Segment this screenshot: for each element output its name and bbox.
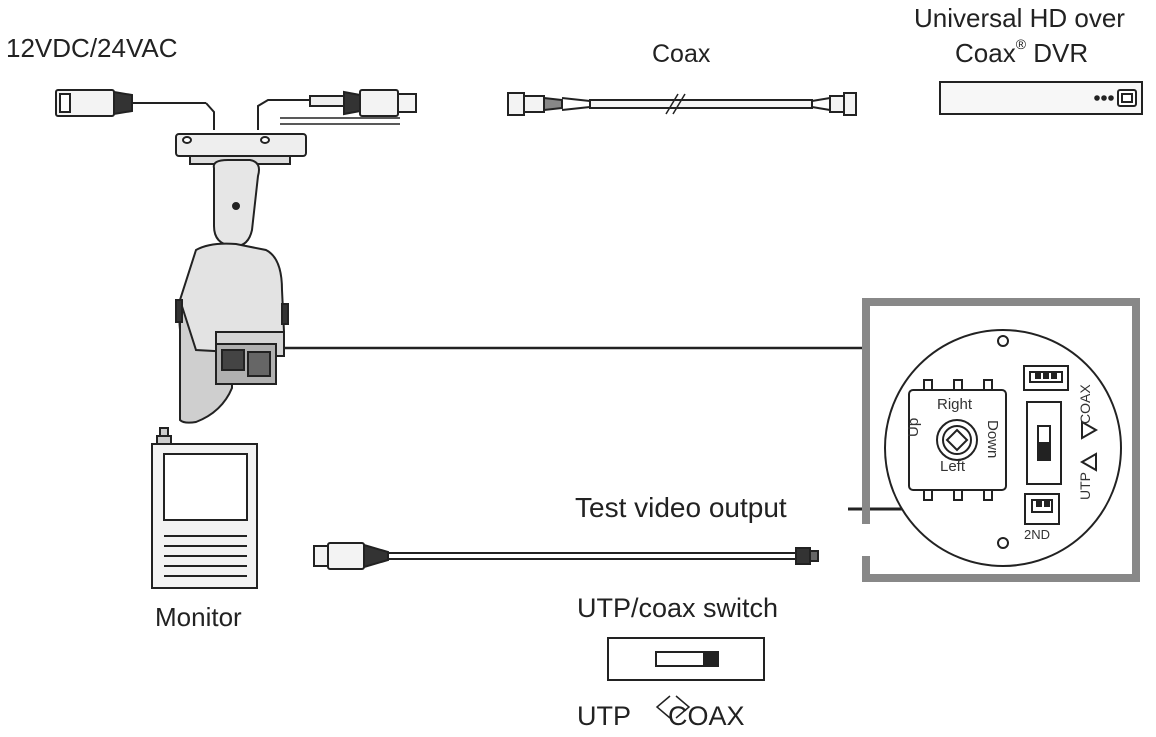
switch-direction-arrows xyxy=(655,695,691,719)
switch-coax-label: COAX xyxy=(668,701,745,731)
monitor-label: Monitor xyxy=(155,602,242,632)
utp-coax-switch xyxy=(607,637,765,681)
dvr-label-line2: Coax® DVR xyxy=(955,37,1089,68)
joystick-up-label: Up xyxy=(905,417,922,437)
board-utp-label: UTP xyxy=(1077,472,1093,500)
board-coax-label: COAX xyxy=(1077,384,1093,424)
dvr-label-coax: Coax xyxy=(955,38,1016,68)
monitor-device xyxy=(151,427,258,589)
power-label: 12VDC/24VAC xyxy=(6,33,178,63)
test-output-label: Test video output xyxy=(575,492,787,523)
board-inset-frame xyxy=(862,298,1140,582)
switch-utp-label: UTP xyxy=(577,701,631,731)
camera-video-cable xyxy=(257,89,417,130)
test-video-cable xyxy=(313,542,819,570)
joystick-down-label: Down xyxy=(984,420,1001,459)
coax-cable xyxy=(507,92,857,116)
power-cable xyxy=(55,89,215,130)
camera-body xyxy=(175,242,289,424)
dvr-device xyxy=(939,81,1143,115)
camera-arm xyxy=(212,159,260,248)
connector-2nd-label: 2ND xyxy=(1024,527,1051,542)
joystick-right-label: Right xyxy=(937,396,973,413)
coax-label: Coax xyxy=(652,40,711,68)
switch-title-label: UTP/coax switch xyxy=(577,593,779,623)
dvr-label-line1: Universal HD over xyxy=(914,3,1125,33)
registered-mark: ® xyxy=(1015,36,1027,53)
joystick-left-label: Left xyxy=(940,458,966,475)
circuit-board xyxy=(884,329,1122,567)
dvr-label-suffix: DVR xyxy=(1026,38,1089,68)
